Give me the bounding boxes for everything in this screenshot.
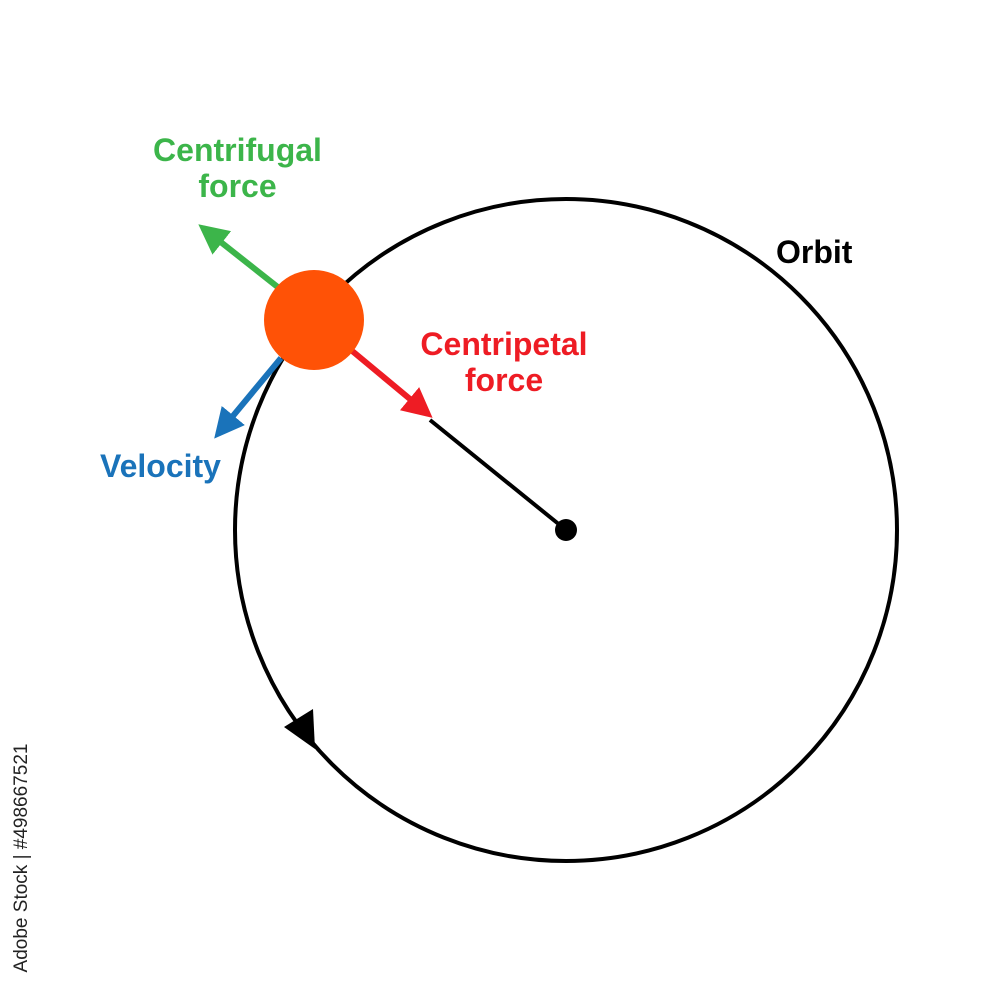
orbit-circle	[233, 197, 899, 863]
centrifugal-label-line2: force	[198, 168, 277, 204]
centrifugal-label-line1: Centrifugal	[153, 132, 322, 168]
centripetal-force-label: Centripetal force	[405, 326, 603, 398]
orbit-label: Orbit	[776, 234, 853, 270]
velocity-label: Velocity	[100, 448, 221, 484]
centrifugal-force-label: Centrifugal force	[140, 132, 335, 204]
centripetal-label-line2: force	[464, 362, 544, 398]
stock-id-text: Adobe Stock | #498667521	[11, 743, 32, 973]
centripetal-arrow	[343, 342, 433, 418]
radius-line	[428, 418, 568, 532]
velocity-arrow	[214, 356, 284, 439]
center-point	[555, 519, 577, 541]
centripetal-label-line1: Centripetal	[420, 326, 588, 362]
centrifugal-arrow	[198, 224, 286, 295]
orbiting-body	[264, 270, 364, 370]
stock-id-watermark: Adobe Stock | #498667521	[2, 744, 42, 973]
orbit-direction-icon	[284, 709, 315, 749]
